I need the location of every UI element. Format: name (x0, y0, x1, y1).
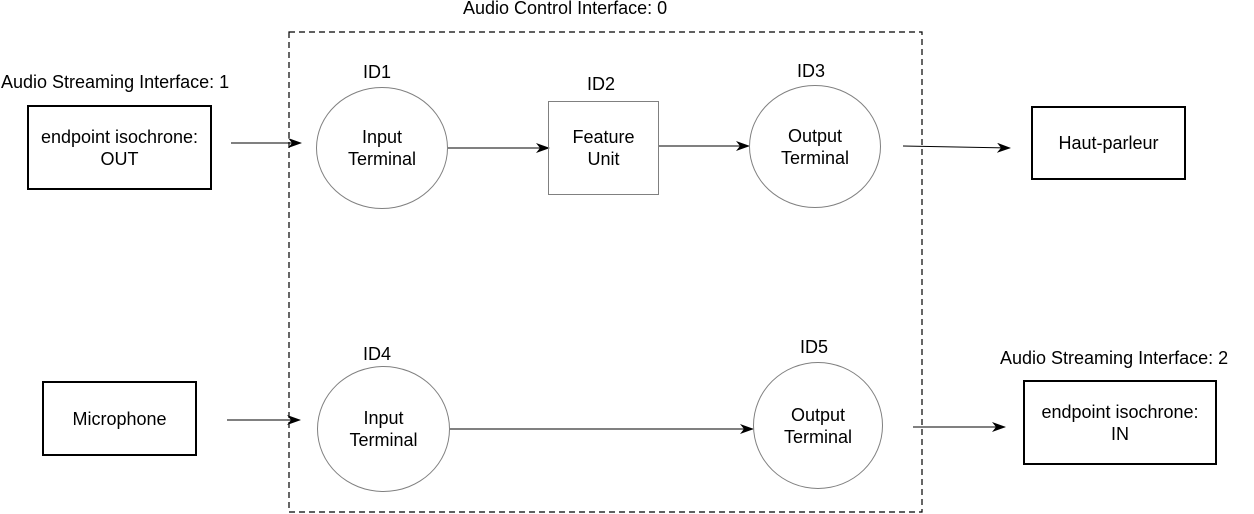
output-terminal-id5-line1: Output (790, 404, 846, 425)
input-terminal-id4-line1: Input (363, 408, 404, 428)
control-interface-boundary (288, 31, 923, 513)
unit-id3-label: ID3 (797, 61, 826, 81)
endpoint-out-line1: endpoint isochrone: (40, 126, 199, 147)
microphone-box: Microphone (42, 381, 197, 456)
output-terminal-id3-line2: Terminal (780, 147, 850, 168)
endpoint-in-line1: endpoint isochrone: (1041, 401, 1199, 422)
endpoint-in-box: endpoint isochrone: IN (1023, 380, 1217, 465)
control-interface-title: Audio Control Interface: 0 (463, 0, 668, 18)
input-terminal-id4: Input Terminal (317, 366, 450, 492)
output-terminal-id3-line1: Output (787, 125, 843, 146)
speaker-label: Haut-parleur (1058, 133, 1159, 153)
microphone-label: Microphone (72, 408, 167, 429)
input-terminal-id1-line1: Input (361, 127, 403, 147)
endpoint-in-line2: IN (1111, 423, 1129, 444)
feature-unit-id2-line2: Unit (587, 149, 620, 169)
streaming-interface-2-title: Audio Streaming Interface: 2 (1000, 348, 1229, 368)
input-terminal-id4-line2: Terminal (349, 430, 418, 450)
endpoint-out-box: endpoint isochrone: OUT (27, 105, 212, 190)
output-terminal-id3: Output Terminal (749, 85, 881, 208)
arrow-id3-to-speaker (902, 142, 1011, 153)
unit-id2-label: ID2 (587, 74, 616, 94)
output-terminal-id5-line2: Terminal (783, 426, 853, 447)
input-terminal-id1-line2: Terminal (347, 149, 417, 169)
streaming-interface-1-title: Audio Streaming Interface: 1 (1, 72, 230, 92)
unit-id1-label: ID1 (363, 62, 392, 82)
feature-unit-id2-line1: Feature (572, 127, 635, 147)
input-terminal-id1: Input Terminal (316, 87, 448, 209)
speaker-box: Haut-parleur (1031, 106, 1186, 180)
output-terminal-id5: Output Terminal (753, 362, 883, 489)
unit-id4-label: ID4 (363, 344, 392, 364)
endpoint-out-line2: OUT (100, 148, 139, 169)
feature-unit-id2: Feature Unit (548, 101, 659, 195)
unit-id5-label: ID5 (800, 337, 829, 357)
